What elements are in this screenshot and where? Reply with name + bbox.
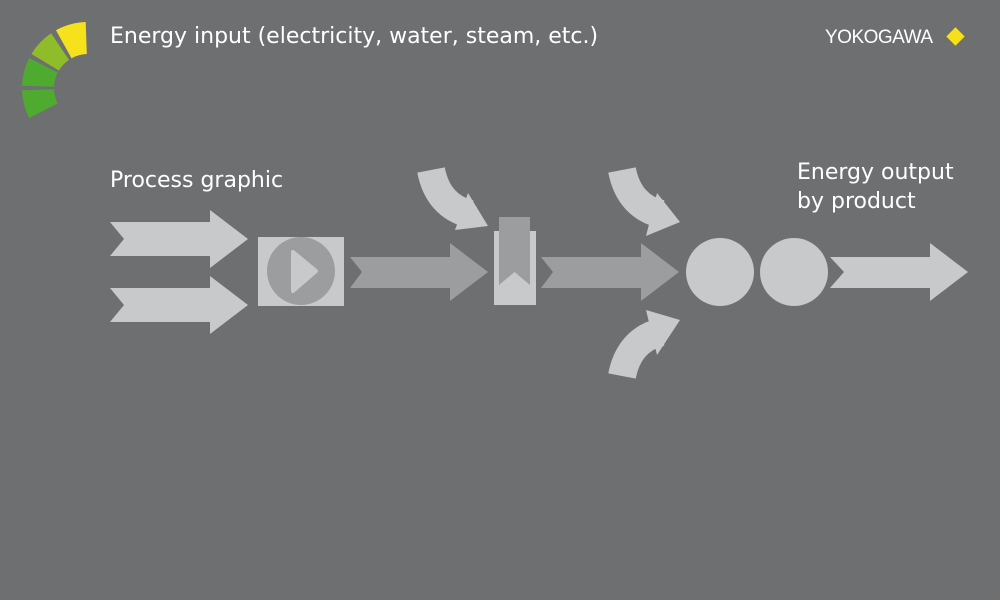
gauge-segment-2 — [22, 58, 58, 87]
energy-input-title: Energy input (electricity, water, steam,… — [110, 24, 599, 49]
energy-output-label: Energy output by product — [797, 158, 954, 216]
curved-input-arrow-2 — [608, 166, 680, 236]
energy-gauge-icon — [22, 22, 87, 118]
gauge-segment-3 — [31, 33, 69, 71]
vessel-ribbon — [499, 217, 530, 285]
roller-circle-2 — [760, 238, 828, 306]
energy-output-line2: by product — [797, 189, 916, 214]
process-graphic-label: Process graphic — [110, 168, 284, 193]
flow-arrow-2 — [541, 243, 679, 301]
curved-input-arrow-3 — [608, 310, 680, 380]
input-arrow-2 — [110, 276, 248, 334]
flow-arrow-1 — [350, 243, 488, 301]
output-arrow — [830, 243, 968, 301]
play-icon — [291, 250, 318, 293]
input-arrow-1 — [110, 210, 248, 268]
gauge-segment-1 — [22, 89, 58, 118]
yokogawa-logo: YOKOGAWA — [825, 27, 933, 48]
gauge-segment-4 — [56, 22, 87, 59]
roller-circle-1 — [686, 238, 754, 306]
energy-output-line1: Energy output — [797, 160, 954, 185]
curved-input-arrow-1 — [417, 166, 488, 230]
